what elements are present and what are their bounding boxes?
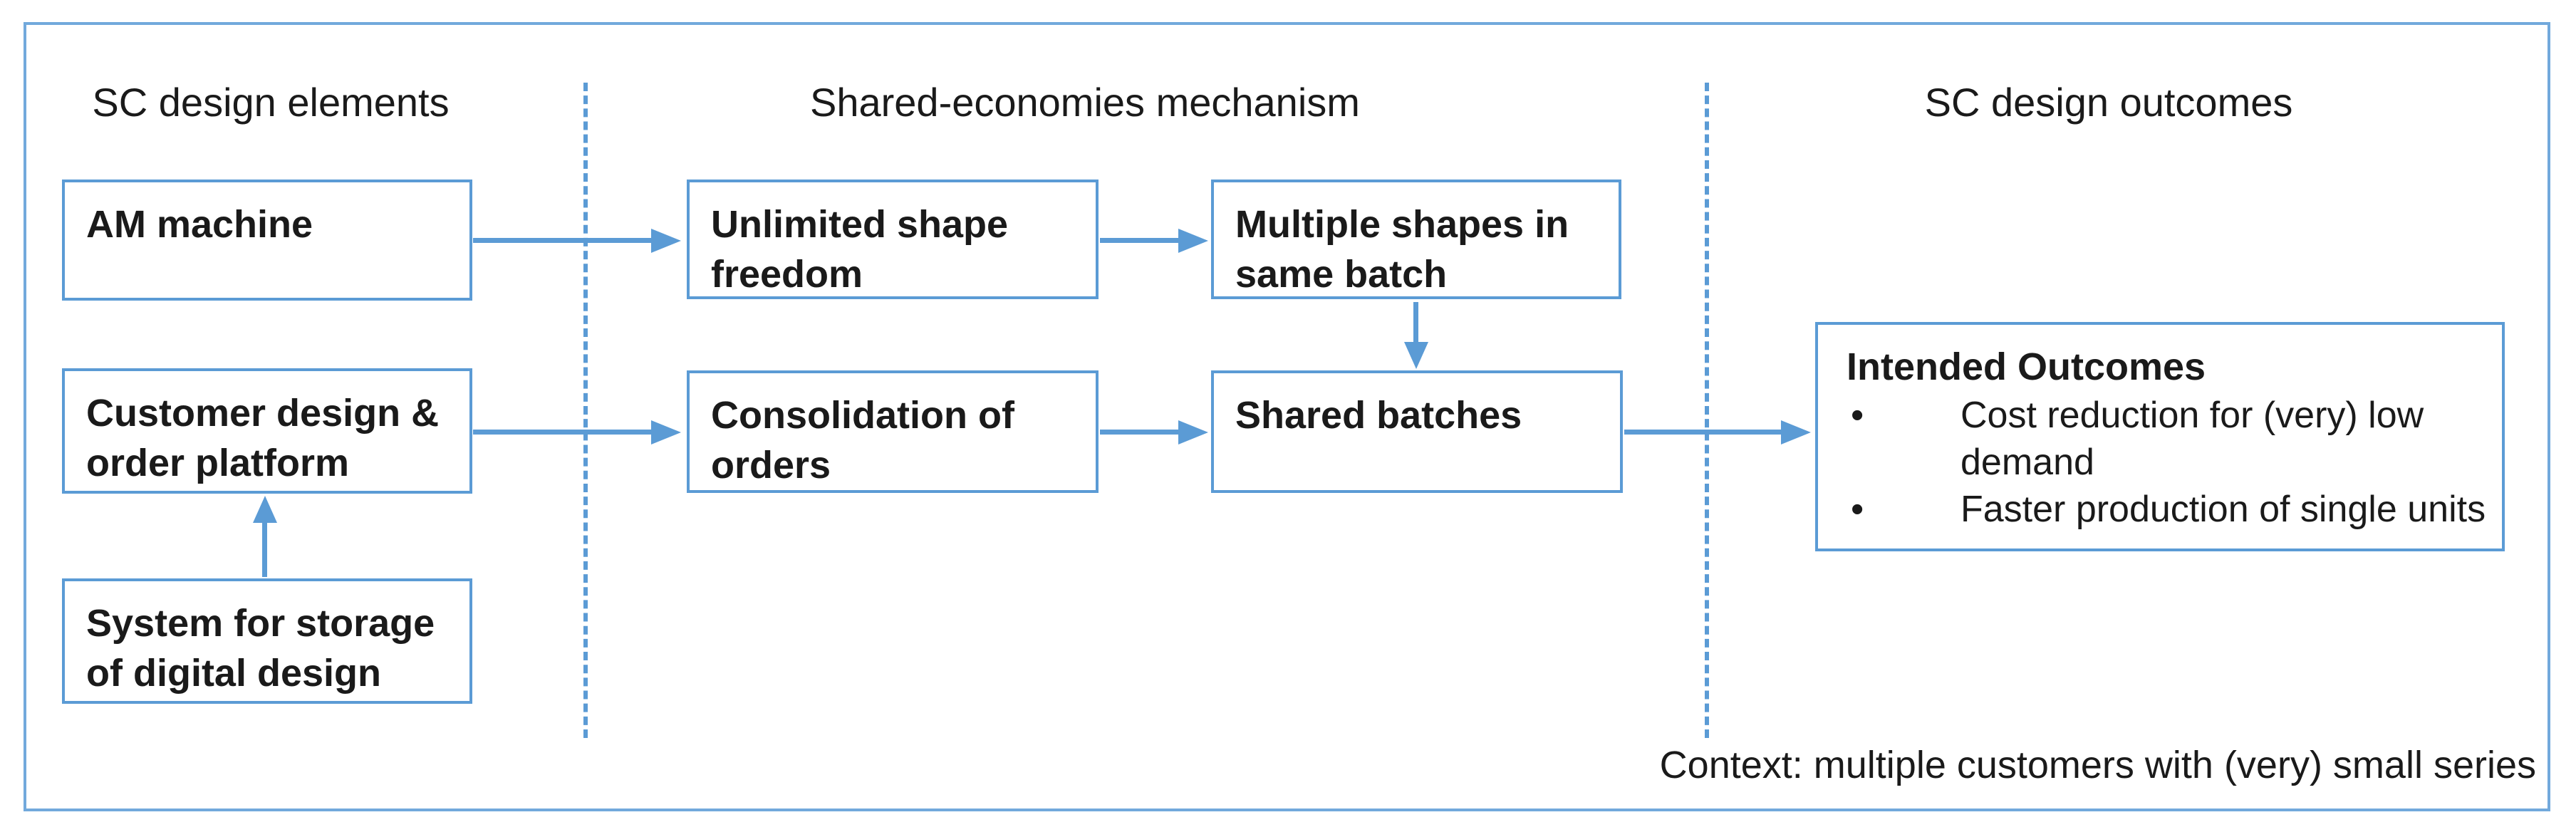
node-intended-outcomes: Intended Outcomes • Cost reduction for (…	[1815, 322, 2505, 551]
arrow-down-icon	[1413, 302, 1418, 343]
dashed-column-separator-right	[1705, 83, 1709, 738]
node-multiple-shapes-same-batch: Multiple shapes in same batch	[1211, 180, 1621, 299]
intended-outcomes-title: Intended Outcomes	[1847, 345, 2206, 388]
node-system-storage-digital-design: System for storage of digital design	[62, 578, 472, 704]
arrow-right-icon	[473, 430, 653, 435]
arrow-right-icon	[473, 238, 653, 243]
arrow-right-icon	[1624, 430, 1782, 435]
node-am-machine: AM machine	[62, 180, 472, 301]
node-shared-batches: Shared batches	[1211, 370, 1623, 493]
list-item: • Faster production of single units	[1847, 486, 2488, 533]
column-header-sc-design-outcomes: SC design outcomes	[1924, 80, 2293, 125]
list-item: • Cost reduction for (very) low demand	[1847, 392, 2488, 486]
outcome-bullet-faster-production: Faster production of single units	[1960, 489, 2486, 530]
arrow-right-icon	[1100, 430, 1180, 435]
node-consolidation-of-orders: Consolidation of orders	[687, 370, 1099, 493]
context-note: Context: multiple customers with (very) …	[1659, 744, 2536, 786]
column-header-sc-design-elements: SC design elements	[92, 80, 450, 125]
node-unlimited-shape-freedom: Unlimited shape freedom	[687, 180, 1099, 299]
intended-outcomes-list: • Cost reduction for (very) low demand •…	[1847, 392, 2488, 533]
outer-frame	[24, 22, 2550, 811]
arrow-right-icon	[1100, 238, 1180, 243]
node-customer-design-order-platform: Customer design & order platform	[62, 368, 472, 494]
outcome-bullet-cost-reduction: Cost reduction for (very) low demand	[1960, 395, 2424, 483]
column-header-shared-economies-mechanism: Shared-economies mechanism	[810, 80, 1360, 125]
dashed-column-separator-left	[583, 83, 588, 738]
bullet-icon: •	[1851, 489, 1864, 530]
arrow-up-icon	[262, 521, 267, 577]
bullet-icon: •	[1851, 395, 1864, 436]
